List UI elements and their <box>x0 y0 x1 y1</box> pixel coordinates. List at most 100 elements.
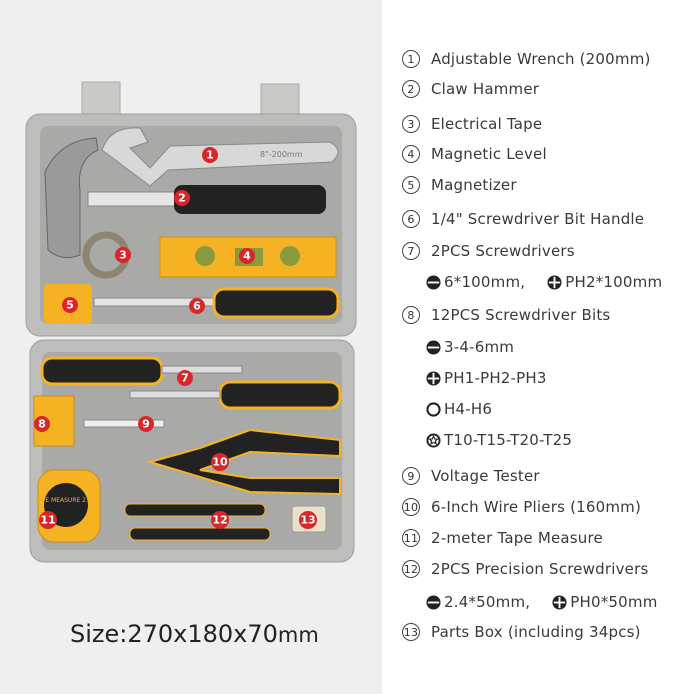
item-label: Claw Hammer <box>431 80 540 98</box>
marker-7: 7 <box>177 370 193 386</box>
phillips-icon <box>552 593 570 611</box>
item-number: 5 <box>402 176 420 194</box>
list-item: 7 2PCS Screwdrivers <box>402 242 575 260</box>
item-label: 2PCS Screwdrivers <box>431 242 575 260</box>
list-item: 8 12PCS Screwdriver Bits <box>402 306 610 324</box>
item-label: 2PCS Precision Screwdrivers <box>431 560 649 578</box>
item-number: 8 <box>402 306 420 324</box>
marker-10: 10 <box>211 453 229 471</box>
toolbox-illustration: 8"-200mm TAPE MEASURE 2.0m 1 2 3 4 5 6 7… <box>25 81 357 563</box>
marker-3: 3 <box>115 247 131 263</box>
wrench-marking: 8"-200mm <box>260 150 303 159</box>
screwdriver-slotted <box>40 356 164 386</box>
phillips-icon <box>547 273 565 291</box>
item-number: 7 <box>402 242 420 260</box>
marker-8: 8 <box>34 416 50 432</box>
svg-text:2: 2 <box>178 192 186 205</box>
slotted-icon <box>426 338 444 356</box>
svg-text:10: 10 <box>212 456 228 469</box>
spec-text: H4-H6 <box>444 400 493 418</box>
item-number: 2 <box>402 80 420 98</box>
list-item: 12 2PCS Precision Screwdrivers <box>402 560 649 578</box>
hammer-handle <box>174 185 326 214</box>
svg-text:5: 5 <box>66 299 74 312</box>
marker-5: 5 <box>62 297 78 313</box>
item-markers: 1 2 3 4 5 6 7 8 9 10 11 12 13 <box>34 147 317 529</box>
torx-icon <box>426 431 444 449</box>
size-value: Size:270x180x70 <box>70 620 278 648</box>
marker-13: 13 <box>299 511 317 529</box>
marker-2: 2 <box>174 190 190 206</box>
item-number: 9 <box>402 467 420 485</box>
screwdriver-phillips <box>218 380 342 410</box>
marker-12: 12 <box>211 511 229 529</box>
spec-text: T10-T15-T20-T25 <box>444 431 573 449</box>
tape-label: TAPE MEASURE 2.0m <box>33 497 97 504</box>
svg-text:13: 13 <box>300 514 315 527</box>
item-number: 4 <box>402 145 420 163</box>
adjustable-wrench <box>101 127 339 187</box>
item-label: 2-meter Tape Measure <box>431 529 603 547</box>
spec-text: PH1-PH2-PH3 <box>444 369 547 387</box>
marker-9: 9 <box>138 416 154 432</box>
list-item: 5 Magnetizer <box>402 176 517 194</box>
toolbox-photo: 8"-200mm TAPE MEASURE 2.0m 1 2 3 4 5 6 7… <box>0 0 382 694</box>
svg-text:4: 4 <box>243 250 251 263</box>
list-item: 4 Magnetic Level <box>402 145 547 163</box>
marker-6: 6 <box>189 298 205 314</box>
item-number: 12 <box>402 560 420 578</box>
svg-text:1: 1 <box>206 149 214 162</box>
spec-text: PH0*50mm <box>570 593 658 611</box>
phillips-icon <box>426 369 444 387</box>
list-item: 2 Claw Hammer <box>402 80 539 98</box>
size-label: Size:270x180x70mm <box>70 620 319 648</box>
item-label: 1/4" Screwdriver Bit Handle <box>431 210 645 228</box>
hammer-shaft <box>87 191 179 207</box>
svg-text:9: 9 <box>142 418 150 431</box>
item-spec: T10-T15-T20-T25 <box>426 431 572 449</box>
item-label: Electrical Tape <box>431 115 543 133</box>
svg-text:11: 11 <box>40 514 55 527</box>
list-item: 1 Adjustable Wrench (200mm) <box>402 50 651 68</box>
item-specs: 6*100mm, PH2*100mm <box>426 273 662 291</box>
list-item: 6 1/4" Screwdriver Bit Handle <box>402 210 644 228</box>
marker-1: 1 <box>202 147 218 163</box>
item-label: Magnetizer <box>431 176 517 194</box>
item-number: 10 <box>402 498 420 516</box>
svg-text:7: 7 <box>181 372 189 385</box>
marker-11: 11 <box>39 511 57 529</box>
svg-text:6: 6 <box>193 300 201 313</box>
item-number: 13 <box>402 623 420 641</box>
item-number: 3 <box>402 115 420 133</box>
item-label: Voltage Tester <box>431 467 540 485</box>
list-item: 13 Parts Box (including 34pcs) <box>402 623 641 641</box>
list-item: 9 Voltage Tester <box>402 467 540 485</box>
item-spec: 3-4-6mm <box>426 338 514 356</box>
item-spec: H4-H6 <box>426 400 492 418</box>
marker-4: 4 <box>239 248 255 264</box>
item-label: Parts Box (including 34pcs) <box>431 623 641 641</box>
item-number: 6 <box>402 210 420 228</box>
svg-text:8: 8 <box>38 418 46 431</box>
svg-text:12: 12 <box>212 514 227 527</box>
spec-text: 3-4-6mm <box>444 338 515 356</box>
voltage-tester <box>83 419 165 428</box>
slotted-icon <box>426 273 444 291</box>
item-specs: 2.4*50mm,PH0*50mm <box>426 593 658 611</box>
item-number: 11 <box>402 529 420 547</box>
spec-text: PH2*100mm <box>565 273 663 291</box>
item-label: Magnetic Level <box>431 145 547 163</box>
spec-text: 6*100mm, <box>444 273 526 291</box>
list-item: 11 2-meter Tape Measure <box>402 529 603 547</box>
item-spec: PH1-PH2-PH3 <box>426 369 547 387</box>
slotted-icon <box>426 593 444 611</box>
item-label: 12PCS Screwdriver Bits <box>431 306 611 324</box>
hex-icon <box>426 400 444 418</box>
precision-screwdriver <box>129 527 271 541</box>
list-item: 3 Electrical Tape <box>402 115 542 133</box>
bit-handle <box>212 287 340 319</box>
item-label: Adjustable Wrench (200mm) <box>431 50 651 68</box>
item-number: 1 <box>402 50 420 68</box>
svg-text:3: 3 <box>119 249 127 262</box>
item-label: 6-Inch Wire Pliers (160mm) <box>431 498 642 516</box>
